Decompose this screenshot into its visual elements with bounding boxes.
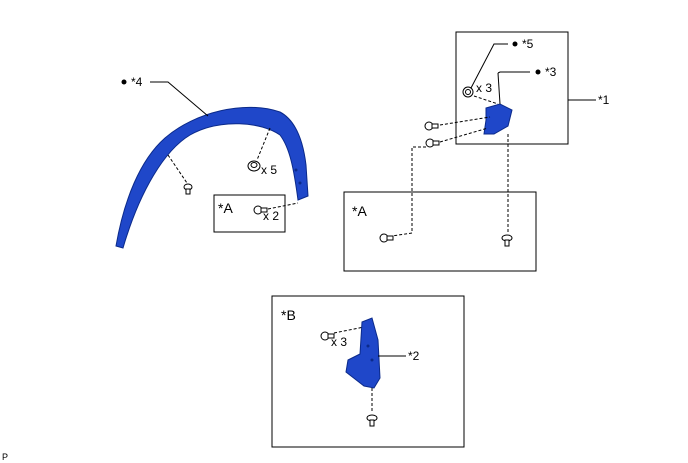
screw-dashed-line-b	[333, 326, 365, 334]
box-a-right-label: *A	[352, 203, 367, 219]
callout-5-bullet	[512, 41, 518, 47]
screw-x3-icon	[320, 331, 335, 341]
bolt-icon-lower	[425, 138, 440, 148]
bolt-icon-upper	[424, 121, 439, 131]
callout-5-label: *5	[522, 37, 534, 51]
detail-box-b	[271, 295, 465, 448]
clip-dashed-line-a	[167, 154, 188, 184]
push-clip-icon	[183, 183, 193, 195]
leader-callout-3	[497, 71, 530, 74]
bolt-dashed-line-to-box-a	[391, 146, 426, 237]
corner-code: P	[2, 452, 8, 462]
box-a-left-label: *A	[218, 200, 233, 216]
qty-clip-x5: x 5	[261, 163, 277, 177]
fender-arch-molding	[115, 106, 309, 249]
push-clip-icon-box-b	[366, 414, 378, 427]
box-b-label: *B	[281, 307, 296, 323]
screw-icon-box-a	[379, 233, 394, 243]
detail-box-a-left	[213, 194, 286, 233]
clip-x5-icon	[247, 160, 261, 172]
bracket-part	[483, 72, 513, 135]
callout-2-label: *2	[408, 349, 420, 363]
leader-callout-5	[470, 43, 508, 89]
nut-x3-icon	[462, 86, 474, 98]
qty-screw-x2: x 2	[263, 209, 279, 223]
clip-dashed-line-b	[256, 127, 271, 161]
callout-4-bullet	[121, 79, 127, 85]
bolt-dashed-line-lower	[439, 127, 489, 143]
push-clip-icon-box-a	[501, 234, 513, 247]
screw-dashed-line-left	[267, 202, 299, 210]
callout-3-label: *3	[545, 65, 557, 79]
callout-4-label: *4	[131, 75, 143, 89]
mudguard-part	[345, 317, 381, 389]
nut-dashed-line	[473, 95, 499, 105]
bolt-dashed-line-upper	[439, 116, 491, 126]
callout-3-bullet	[535, 69, 541, 75]
qty-screw-x3: x 3	[331, 335, 347, 349]
qty-nut-x3: x 3	[476, 81, 492, 95]
screw-x2-icon	[253, 205, 268, 215]
leader-callout-4	[150, 81, 209, 117]
callout-1-label: *1	[598, 93, 610, 107]
detail-box-1	[455, 31, 569, 145]
detail-box-a-right	[343, 191, 537, 272]
